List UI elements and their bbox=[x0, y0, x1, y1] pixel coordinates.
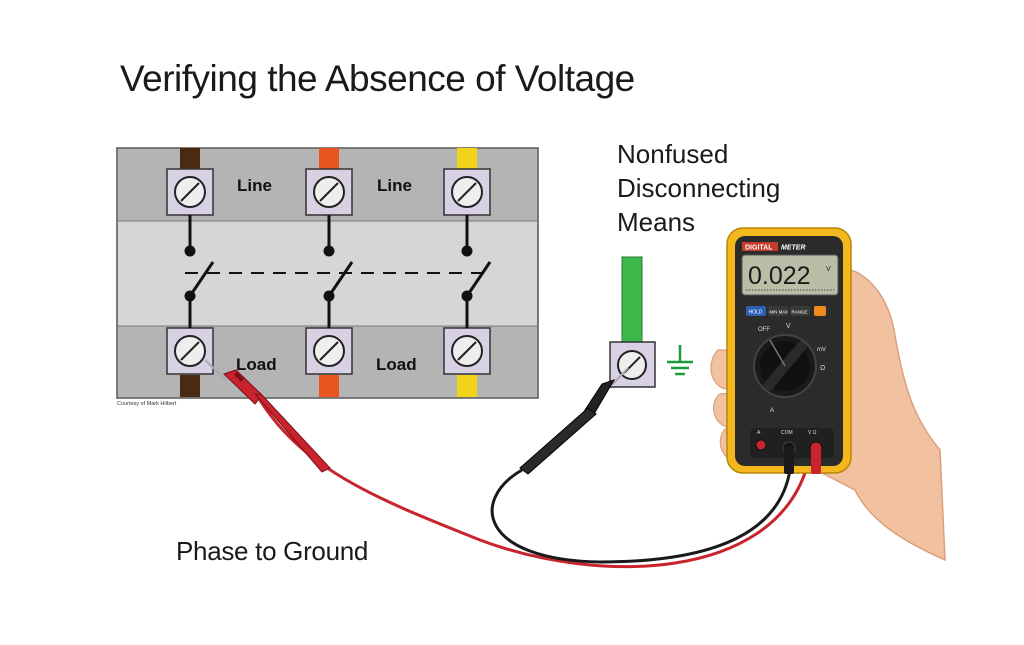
black-probe bbox=[519, 367, 629, 475]
meter-reading: 0.022 bbox=[748, 262, 811, 290]
jack-label-vohm: V Ω bbox=[808, 430, 817, 436]
dial-label-off: OFF bbox=[758, 327, 770, 333]
image-credit: Courtesy of Mark Hilbert bbox=[117, 401, 177, 407]
meter-brand-badge bbox=[742, 242, 778, 251]
wire-phase-b-bottom bbox=[319, 375, 339, 397]
red-lead-plug bbox=[811, 446, 821, 474]
jack-label-a: A bbox=[757, 430, 761, 436]
dial-label-ohm: Ω bbox=[820, 365, 825, 372]
black-lead-cable bbox=[490, 468, 792, 564]
meter-button-minmax[interactable] bbox=[768, 306, 788, 316]
meter-button-minmax-label: MIN MAX bbox=[770, 310, 789, 315]
screw-terminal-icon bbox=[305, 168, 353, 216]
page-title: Verifying the Absence of Voltage bbox=[120, 58, 635, 99]
label-line-left: Line bbox=[237, 176, 272, 195]
label-load-left: Load bbox=[236, 355, 277, 374]
measurement-label: Phase to Ground bbox=[176, 536, 369, 566]
wire-phase-b-top bbox=[319, 148, 339, 170]
label-line-right: Line bbox=[377, 176, 412, 195]
meter-dial-icon[interactable] bbox=[753, 334, 817, 398]
wire-phase-a-bottom bbox=[180, 375, 200, 397]
meter-brand-right: METER bbox=[781, 245, 806, 252]
meter-button-range[interactable] bbox=[790, 306, 810, 316]
meter-reading-unit: V bbox=[826, 266, 831, 273]
disconnect-label-line-1: Nonfused bbox=[617, 139, 729, 169]
wire-phase-a-top bbox=[180, 148, 200, 170]
screw-terminal-icon bbox=[166, 327, 214, 375]
meter-button-hold[interactable] bbox=[746, 306, 766, 316]
meter-button-range-label: RANGE bbox=[792, 310, 808, 315]
ground-bar bbox=[621, 256, 643, 346]
jack-label-com: COM bbox=[781, 430, 793, 436]
red-probe bbox=[204, 359, 331, 473]
screw-terminal-icon bbox=[305, 327, 353, 375]
switch-pole-b bbox=[323, 215, 354, 328]
dial-label-mv: mV bbox=[817, 347, 826, 353]
meter-button-backlight[interactable] bbox=[814, 306, 826, 316]
disconnect-label-line-2: Disconnecting bbox=[617, 173, 781, 203]
multimeter: DIGITAL METER 0.022 V HOLD MIN MAX RANGE… bbox=[726, 227, 852, 474]
dial-label-a: A bbox=[770, 408, 774, 414]
dial-label-v: V bbox=[786, 323, 791, 330]
jack-a[interactable] bbox=[755, 439, 767, 451]
screw-terminal-icon bbox=[443, 327, 491, 375]
disconnect-label-line-3: Means bbox=[617, 207, 696, 237]
meter-brand-left: DIGITAL bbox=[745, 245, 773, 252]
switch-pole-c bbox=[461, 215, 492, 328]
meter-button-hold-label: HOLD bbox=[749, 310, 763, 316]
wire-phase-c-bottom bbox=[457, 375, 477, 397]
black-lead-plug bbox=[784, 446, 794, 474]
switch-pole-a bbox=[184, 215, 215, 328]
label-load-right: Load bbox=[376, 355, 417, 374]
ground-symbol-icon bbox=[667, 345, 693, 376]
screw-terminal-icon bbox=[443, 168, 491, 216]
meter-lcd bbox=[741, 254, 839, 296]
screw-terminal-icon bbox=[166, 168, 214, 216]
wire-phase-c-top bbox=[457, 148, 477, 170]
